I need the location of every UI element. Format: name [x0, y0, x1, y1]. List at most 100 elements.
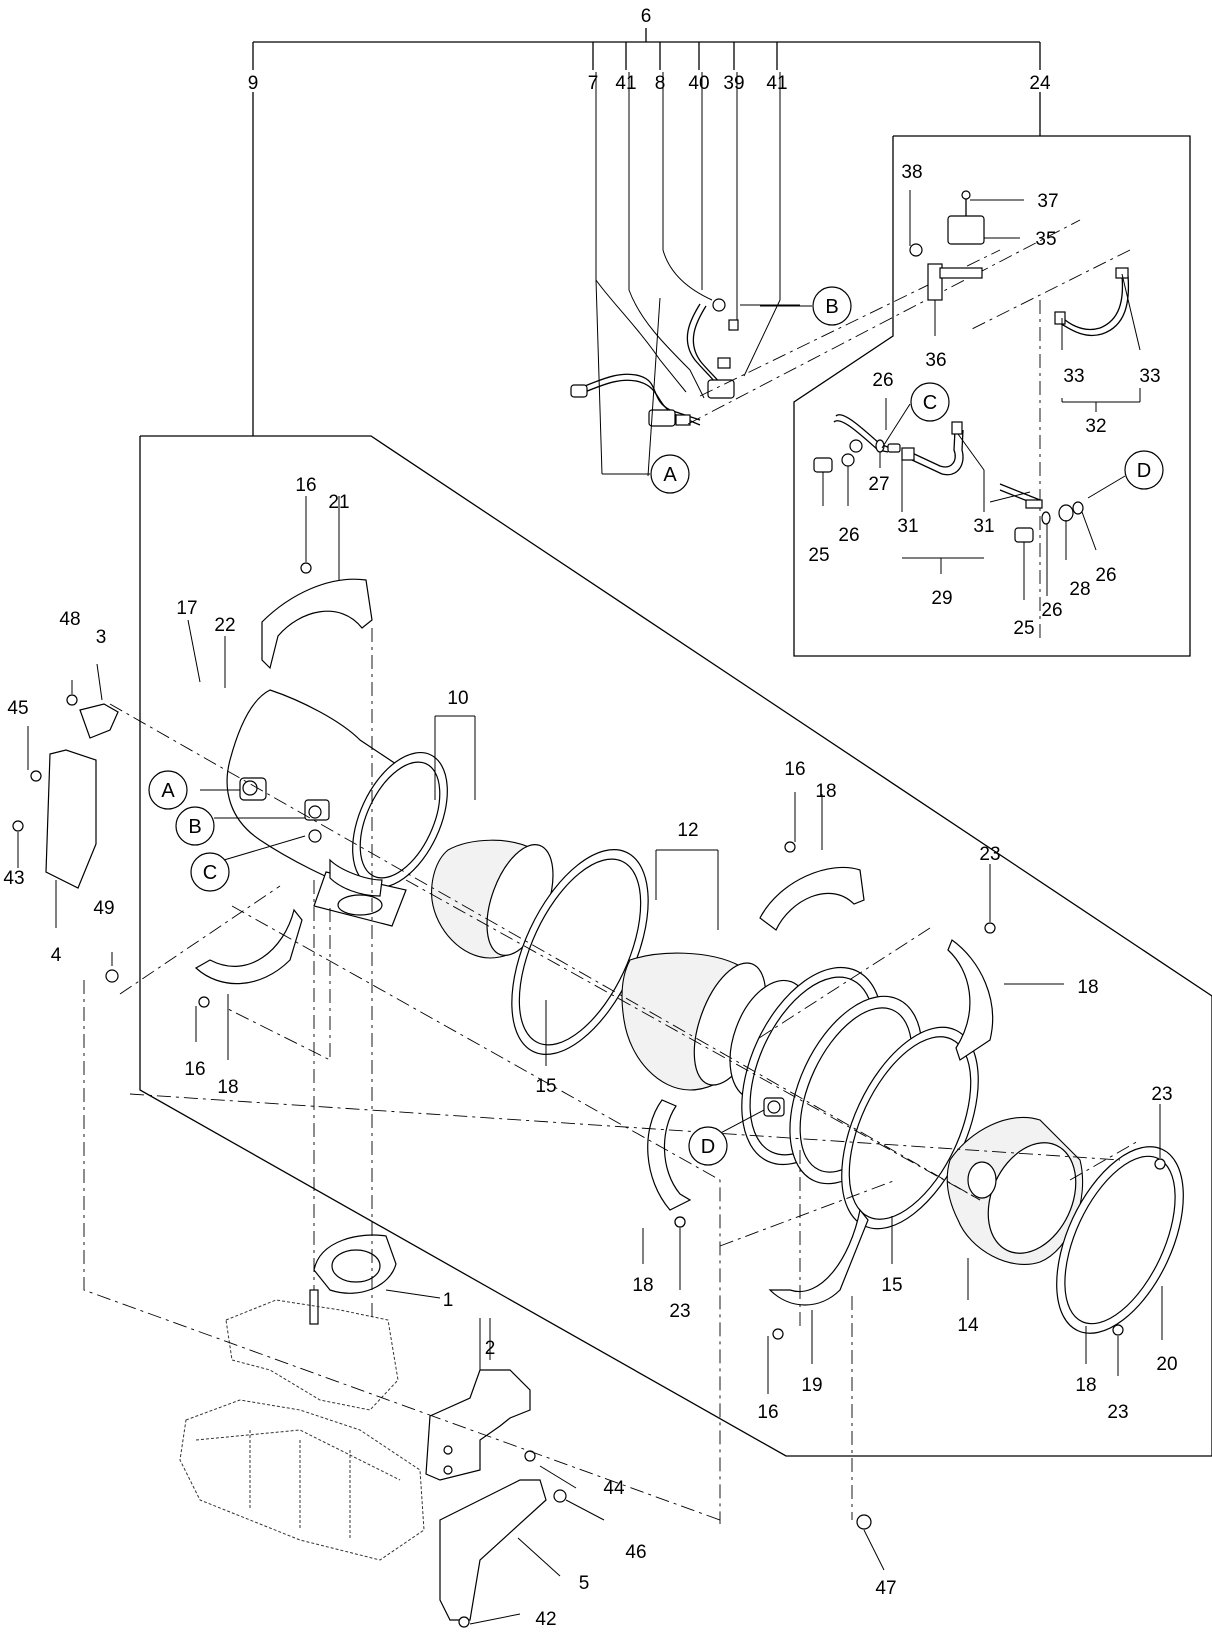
label-24: 24: [1029, 73, 1051, 94]
label-31: 31: [897, 516, 918, 537]
label-21: 21: [328, 492, 349, 513]
label-23: 23: [979, 844, 1000, 865]
bolt-23-c: [1154, 1158, 1166, 1170]
label-26: 26: [872, 370, 893, 391]
clamp-band-19: [768, 1208, 869, 1340]
label-4: 4: [51, 945, 62, 966]
label-25: 25: [808, 545, 829, 566]
clamp-band-18-right: [947, 939, 994, 1061]
assembly-6-bracket: [252, 28, 1041, 436]
label-41: 41: [615, 73, 636, 94]
engine-manifold-outline: [179, 1299, 425, 1561]
label-3: 3: [96, 627, 107, 648]
callout-a-main: A: [148, 770, 188, 810]
svg-text:D: D: [1137, 460, 1151, 482]
label-31: 31: [973, 516, 994, 537]
label-47: 47: [875, 1578, 896, 1599]
svg-text:A: A: [161, 780, 175, 802]
leader-lines: [187, 403, 1163, 1625]
label-16: 16: [784, 759, 805, 780]
callout-d-top: D: [1087, 450, 1164, 499]
dpf-filter-element-10: [431, 839, 554, 959]
bolt-23-a: [984, 922, 996, 934]
label-48: 48: [59, 609, 80, 630]
assembly-9-boundary: [139, 435, 1212, 1457]
label-46: 46: [625, 1542, 646, 1563]
label-7: 7: [588, 73, 599, 94]
bolt-23-d: [1112, 1324, 1124, 1336]
callout-b-main: B: [175, 806, 215, 846]
gasket-20: [1056, 1146, 1184, 1334]
label-16: 16: [295, 475, 316, 496]
dpf-canister-group: [226, 689, 448, 927]
label-26: 26: [838, 525, 859, 546]
callout-c-top: C: [910, 382, 950, 422]
label-37: 37: [1037, 191, 1058, 212]
label-6: 6: [641, 6, 652, 27]
label-9: 9: [248, 73, 259, 94]
callout-b-top: B: [760, 286, 852, 326]
label-42: 42: [535, 1609, 556, 1630]
label-33: 33: [1063, 366, 1084, 387]
assembly-24-boundary: [793, 135, 1191, 657]
bracket-3-4: [12, 663, 119, 983]
label-8: 8: [655, 73, 666, 94]
gasket-15-right: [841, 1026, 979, 1230]
label-38: 38: [901, 162, 922, 183]
label-41: 41: [766, 73, 787, 94]
callout-a-top: A: [650, 454, 690, 494]
label-36: 36: [925, 350, 946, 371]
label-18: 18: [815, 781, 836, 802]
svg-text:B: B: [825, 296, 838, 318]
label-18: 18: [632, 1275, 653, 1296]
label-27: 27: [868, 474, 889, 495]
label-23: 23: [1151, 1084, 1172, 1105]
clamp-band-18-top: [759, 841, 865, 931]
label-1: 1: [443, 1290, 454, 1311]
svg-text:C: C: [203, 862, 217, 884]
label-25: 25: [1013, 618, 1034, 639]
label-49: 49: [93, 898, 114, 919]
callout-d-main: D: [688, 1126, 728, 1166]
support-bracket-5: [439, 1450, 872, 1628]
callout-c-main: C: [190, 852, 230, 892]
svg-text:B: B: [188, 816, 201, 838]
label-16: 16: [184, 1059, 205, 1080]
part-number-labels: 6 9 7 41 8 40 39 41 24 38 37 35 36 33 33…: [3, 6, 1177, 1630]
muffler-outlet-14: [946, 1116, 1084, 1265]
label-2: 2: [485, 1338, 496, 1359]
svg-text:C: C: [923, 392, 937, 414]
label-16: 16: [757, 1402, 778, 1423]
label-18: 18: [1077, 977, 1098, 998]
label-40: 40: [688, 73, 709, 94]
label-39: 39: [723, 73, 744, 94]
label-28: 28: [1069, 579, 1090, 600]
clamp-band-21: [261, 562, 373, 670]
flange-gasket-1: [309, 1234, 441, 1325]
alignment-lines: [83, 628, 1141, 1524]
label-29: 29: [931, 588, 952, 609]
sensor-box-contents: [813, 190, 1141, 640]
label-23: 23: [669, 1301, 690, 1322]
bolt-23-b: [674, 1216, 686, 1228]
label-20: 20: [1156, 1354, 1177, 1375]
label-45: 45: [7, 698, 28, 719]
label-12: 12: [677, 820, 698, 841]
label-18: 18: [217, 1077, 238, 1098]
label-43: 43: [3, 868, 24, 889]
svg-text:A: A: [663, 464, 677, 486]
label-32: 32: [1085, 416, 1106, 437]
clamp-band-18-lower: [647, 1099, 692, 1228]
label-35: 35: [1035, 229, 1056, 250]
label-18: 18: [1075, 1375, 1096, 1396]
label-15: 15: [535, 1076, 556, 1097]
label-10: 10: [447, 688, 468, 709]
label-44: 44: [603, 1478, 625, 1499]
label-33: 33: [1139, 366, 1160, 387]
clamp-band-18-left: [194, 908, 303, 1008]
label-19: 19: [801, 1375, 822, 1396]
label-14: 14: [957, 1315, 979, 1336]
label-15: 15: [881, 1275, 902, 1296]
label-23: 23: [1107, 1402, 1128, 1423]
